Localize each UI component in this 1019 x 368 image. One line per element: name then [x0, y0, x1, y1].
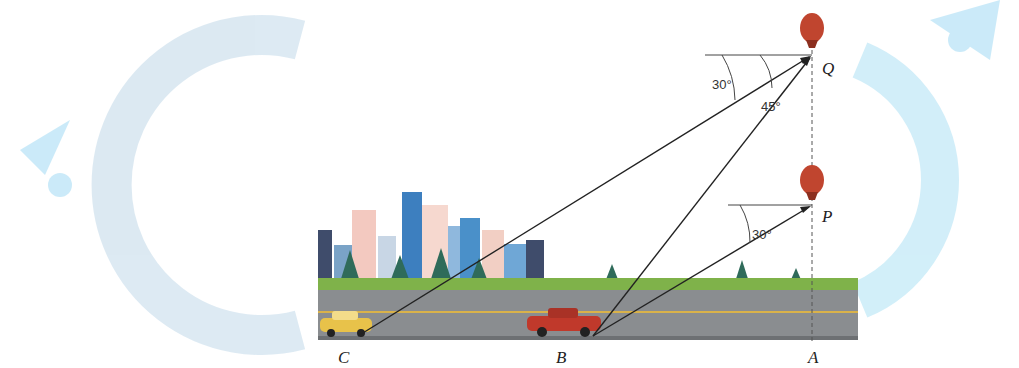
point-label: A [808, 349, 818, 366]
grass [318, 278, 858, 290]
balloon [800, 165, 824, 200]
road [318, 290, 858, 336]
point-label: C [338, 349, 349, 366]
sight-line [358, 57, 810, 336]
angle-label: 45° [761, 100, 781, 113]
point-label: P [822, 208, 832, 225]
watermark [20, 0, 1000, 335]
point-label: B [556, 349, 566, 366]
car [320, 311, 372, 337]
angle-label: 30° [712, 78, 732, 91]
angle-label: 30° [752, 228, 772, 241]
horizontal-line [705, 55, 812, 56]
car [527, 308, 601, 337]
balloon [800, 13, 824, 48]
point-label: Q [822, 60, 834, 77]
